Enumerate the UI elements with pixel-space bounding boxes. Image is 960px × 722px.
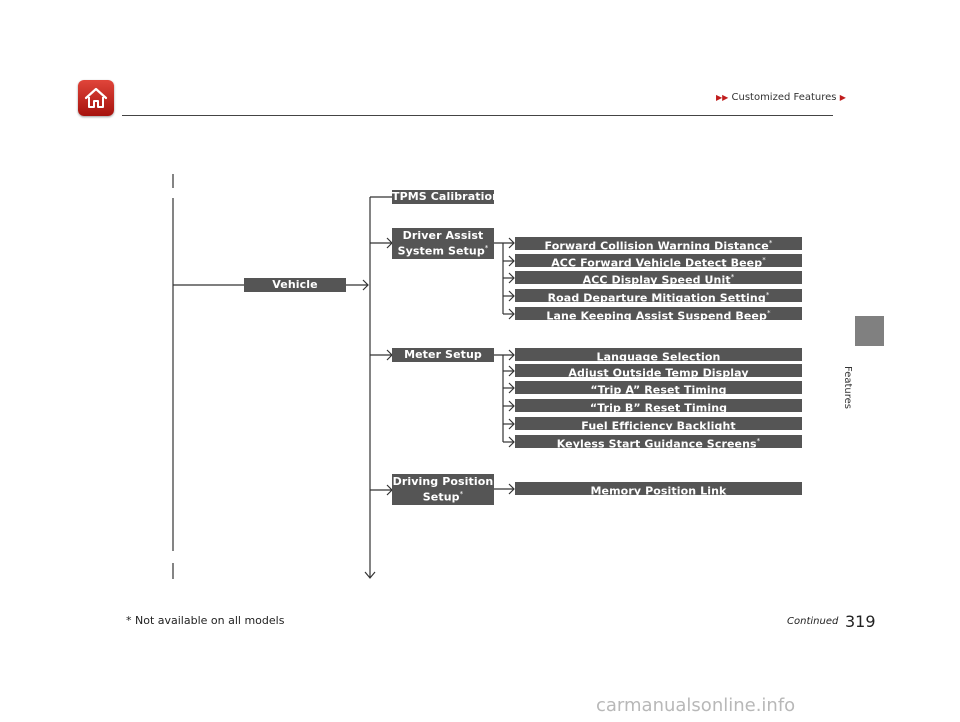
vehicle-node[interactable]: Vehicle [244,278,346,292]
forward-collision-warning-distance-item[interactable]: Forward Collision Warning Distance* [515,237,802,253]
tpms-calibration-node[interactable]: TPMS Calibration [392,190,501,204]
acc-display-speed-unit-item[interactable]: ACC Display Speed Unit* [515,271,802,287]
driver-assist-node[interactable]: Driver Assist System Setup* [392,228,494,259]
home-icon[interactable] [78,80,114,116]
triangle-icon: ▶ [839,93,846,102]
triangle-icon: ▶▶ [716,93,729,102]
memory-position-link-item[interactable]: Memory Position Link [515,482,802,498]
adjust-outside-temp-display-item[interactable]: Adjust Outside Temp Display [515,364,802,380]
page-number: 319 [845,612,876,631]
lane-keeping-assist-suspend-beep-item[interactable]: Lane Keeping Assist Suspend Beep* [515,307,802,323]
keyless-start-guidance-screens-item[interactable]: Keyless Start Guidance Screens* [515,435,802,451]
meter-setup-node[interactable]: Meter Setup [392,348,494,362]
trip-b-reset-timing-item[interactable]: “Trip B” Reset Timing [515,399,802,415]
section-tab[interactable] [855,316,884,346]
fuel-efficiency-backlight-item[interactable]: Fuel Efficiency Backlight [515,417,802,433]
continued-label: Continued [787,616,839,627]
trip-a-reset-timing-item[interactable]: “Trip A” Reset Timing [515,381,802,397]
road-departure-mitigation-setting-item[interactable]: Road Departure Mitigation Setting* [515,289,802,305]
language-selection-item[interactable]: Language Selection [515,348,802,364]
watermark: carmanualsonline.info [596,695,796,716]
acc-forward-vehicle-detect-beep-item[interactable]: ACC Forward Vehicle Detect Beep* [515,254,802,270]
breadcrumb-label: Customized Features [731,92,837,103]
breadcrumb[interactable]: ▶▶ Customized Features ▶ [716,92,846,103]
header-rule [122,115,833,116]
driving-position-node[interactable]: Driving Position Setup* [392,474,494,505]
footnote: * Not available on all models [126,614,285,627]
